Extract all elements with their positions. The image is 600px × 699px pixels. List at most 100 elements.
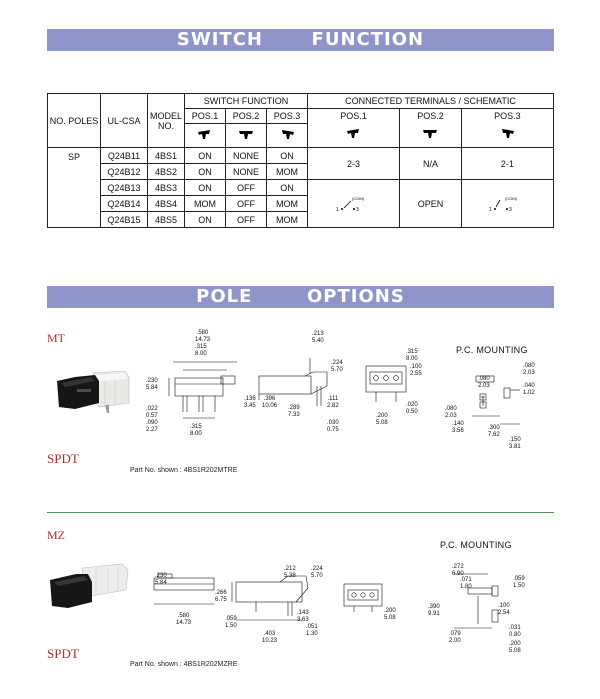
rocker-icon-center xyxy=(399,123,462,148)
table-cell: ON xyxy=(184,179,226,196)
mt-dim-315c: .315 8.00 xyxy=(406,349,418,362)
mt-type-label: SPDT xyxy=(47,451,79,466)
hdr-conn-pos3: POS.3 xyxy=(460,108,555,124)
mz-pc-dim-059: .059 1.50 xyxy=(513,576,525,589)
mz-code-label: MZ xyxy=(47,528,65,542)
mt-dim-230: .230 5.84 xyxy=(146,378,158,391)
table-cell: OFF xyxy=(225,195,267,212)
mt-pc-mounting-label: P.C. MOUNTING xyxy=(456,345,528,355)
mz-dim-212: .212 5.38 xyxy=(284,566,296,579)
mt-code-label: MT xyxy=(47,331,65,345)
table-cell: ON xyxy=(184,147,226,164)
schematic-com-label: (COM) xyxy=(352,196,365,201)
mt-dim-136: .136 3.45 xyxy=(244,396,256,409)
mt-pc-mounting-drawing xyxy=(472,375,520,425)
table-cell: 4BS2 xyxy=(147,163,185,180)
mz-pc-dim-390: .390 9.91 xyxy=(428,604,440,617)
mz-dim-224: .224 5.70 xyxy=(311,566,323,579)
mt-pc-dim-300: .300 7.62 xyxy=(488,425,500,438)
mt-pc-dim-080c: .080 2.03 xyxy=(445,406,457,419)
table-cell: 4BS3 xyxy=(147,179,185,196)
table-cell: ON xyxy=(266,147,308,164)
mz-pc-dim-100: .100 2.54 xyxy=(498,603,510,616)
hdr-conn-pos2: POS.2 xyxy=(399,108,462,124)
mz-pc-dim-071: .071 1.80 xyxy=(460,577,472,590)
hdr-model-no: MODEL NO. xyxy=(147,93,185,148)
hdr-ul-csa: UL-CSA xyxy=(100,93,148,148)
hdr-pos1: POS.1 xyxy=(184,108,226,124)
switch-function-table: NO. POLES UL-CSA MODEL NO. SWITCH FUNCTI… xyxy=(47,93,555,228)
table-cell: MOM xyxy=(184,195,226,212)
mz-pc-dim-031: .031 0.80 xyxy=(509,625,521,638)
mt-dim-030: .030 0.75 xyxy=(327,420,339,433)
mt-dim-111: .111 2.82 xyxy=(327,396,339,409)
mz-rear-view-drawing xyxy=(343,583,383,612)
mz-pc-dim-079: .079 2.00 xyxy=(449,631,461,644)
table-cell: Q24B11 xyxy=(100,147,148,164)
mz-dim-051: .051 1.30 xyxy=(306,624,318,637)
svg-text:1: 1 xyxy=(336,207,339,213)
mt-dim-213: .213 5.40 xyxy=(312,331,324,344)
schematic-pos1-icon: 1 3 (COM) xyxy=(336,196,365,213)
mt-dim-200: .200 5.08 xyxy=(376,413,388,426)
mt-pc-dim-150: .150 3.81 xyxy=(509,437,521,450)
rocker-icon-center xyxy=(225,123,267,148)
mz-pc-mounting-label: P.C. MOUNTING xyxy=(440,540,512,550)
mt-switch-photo xyxy=(57,370,130,413)
rocker-icon-left xyxy=(184,123,226,148)
mz-dim-266: .266 6.75 xyxy=(215,590,227,603)
mt-rear-view-drawing xyxy=(365,365,407,402)
mt-side-view-drawing xyxy=(258,358,328,406)
svg-text:3: 3 xyxy=(356,207,359,213)
mz-side-view-drawing xyxy=(231,575,309,621)
hdr-connected-terminals: CONNECTED TERMINALS / SCHEMATIC xyxy=(307,93,554,109)
mt-dim-090: .090 2.27 xyxy=(146,420,158,433)
table-cell: OFF xyxy=(225,179,267,196)
table-cell: MOM xyxy=(266,163,308,180)
banner-word-1: SWITCH xyxy=(176,29,263,50)
table-cell: 4BS1 xyxy=(147,147,185,164)
table-cell: Q24B15 xyxy=(100,211,148,228)
mz-dim-143: .143 3.63 xyxy=(297,610,309,623)
schematic-pos3-icon: 1 3 (COM) xyxy=(489,196,518,213)
pole-options-banner: POLE OPTIONS xyxy=(47,286,554,308)
mt-dim-315: .315 8.00 xyxy=(195,344,207,357)
table-cell: 4BS4 xyxy=(147,195,185,212)
mz-pc-dim-200: .200 5.08 xyxy=(509,641,521,654)
switch-function-banner: SWITCH FUNCTION xyxy=(47,29,554,51)
schematic-com-label: (COM) xyxy=(505,196,518,201)
poles-cell: SP xyxy=(47,147,101,228)
svg-text:3: 3 xyxy=(509,207,512,213)
schematic-pos3: 1 3 (COM) xyxy=(460,179,555,228)
mz-dim-200: .200 5.08 xyxy=(384,608,396,621)
svg-text:1: 1 xyxy=(489,207,492,213)
mz-dim-059: .059 1.50 xyxy=(225,616,237,629)
hdr-conn-pos1: POS.1 xyxy=(306,108,401,124)
mt-dim-020: .020 0.50 xyxy=(406,402,418,415)
table-cell: Q24B14 xyxy=(100,195,148,212)
mz-dim-230: .230 5.84 xyxy=(155,573,167,586)
table-cell: OFF xyxy=(225,211,267,228)
table-cell: ON xyxy=(184,211,226,228)
conn-pos3-cell: 2-1 xyxy=(460,147,555,180)
mt-dim-224: .224 5.70 xyxy=(331,360,343,373)
mz-pc-dim-272: .272 6.90 xyxy=(452,564,464,577)
mt-pc-dim-080a: .080 2.03 xyxy=(478,376,490,389)
conn-pos2-open-cell: OPEN xyxy=(399,179,462,228)
table-cell: 4BS5 xyxy=(147,211,185,228)
mt-dim-100: .100 2.55 xyxy=(410,364,422,377)
mt-dim-396: .396 10.06 xyxy=(262,396,278,409)
hdr-pos2: POS.2 xyxy=(225,108,267,124)
section-divider xyxy=(47,512,554,513)
mz-switch-photo xyxy=(50,563,129,608)
hdr-pos3: POS.3 xyxy=(266,108,308,124)
mt-pc-dim-140: .140 3.56 xyxy=(452,421,464,434)
table-cell: ON xyxy=(266,179,308,196)
mt-pc-dim-080b: .080 2.03 xyxy=(523,363,535,376)
conn-pos2-cell: N/A xyxy=(399,147,462,180)
mz-top-view-drawing xyxy=(153,573,215,605)
mt-dim-022: .022 0.57 xyxy=(146,406,158,419)
mz-type-label: SPDT xyxy=(47,646,79,661)
table-cell: NONE xyxy=(225,163,267,180)
mt-dim-289: .289 7.33 xyxy=(288,405,300,418)
